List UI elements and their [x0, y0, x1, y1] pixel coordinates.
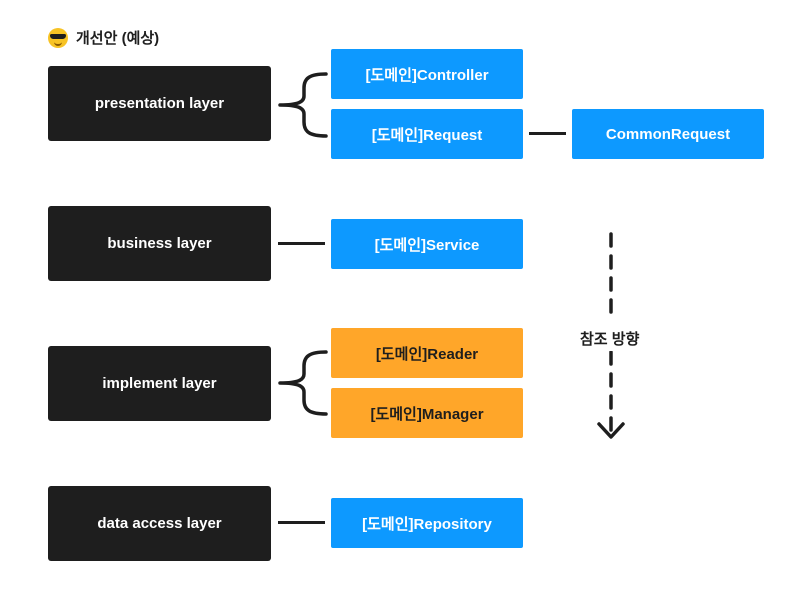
data-access-layer-box: data access layer [48, 486, 271, 561]
sunglasses-emoji-icon [48, 27, 68, 48]
reference-direction-label: 참조 방향 [580, 326, 640, 351]
presentation-layer-box: presentation layer [48, 66, 271, 141]
implement-layer-box: implement layer [48, 346, 271, 421]
diagram-title: 개선안 (예상) [76, 30, 160, 47]
data-access-connector-line [278, 521, 325, 524]
controller-box: [도메인]Controller [331, 49, 523, 99]
business-connector-line [278, 242, 325, 245]
business-layer-box: business layer [48, 206, 271, 281]
common-request-box: CommonRequest [572, 109, 764, 159]
reader-box: [도메인]Reader [331, 328, 523, 378]
request-box: [도메인]Request [331, 109, 523, 159]
implement-brace [278, 350, 328, 416]
service-box: [도메인]Service [331, 219, 523, 269]
request-common-connector-line [529, 132, 566, 135]
diagram-header: 개선안 (예상) [48, 27, 159, 48]
reference-direction-arrow [597, 232, 625, 439]
manager-box: [도메인]Manager [331, 388, 523, 438]
repository-box: [도메인]Repository [331, 498, 523, 548]
presentation-brace [278, 72, 328, 138]
